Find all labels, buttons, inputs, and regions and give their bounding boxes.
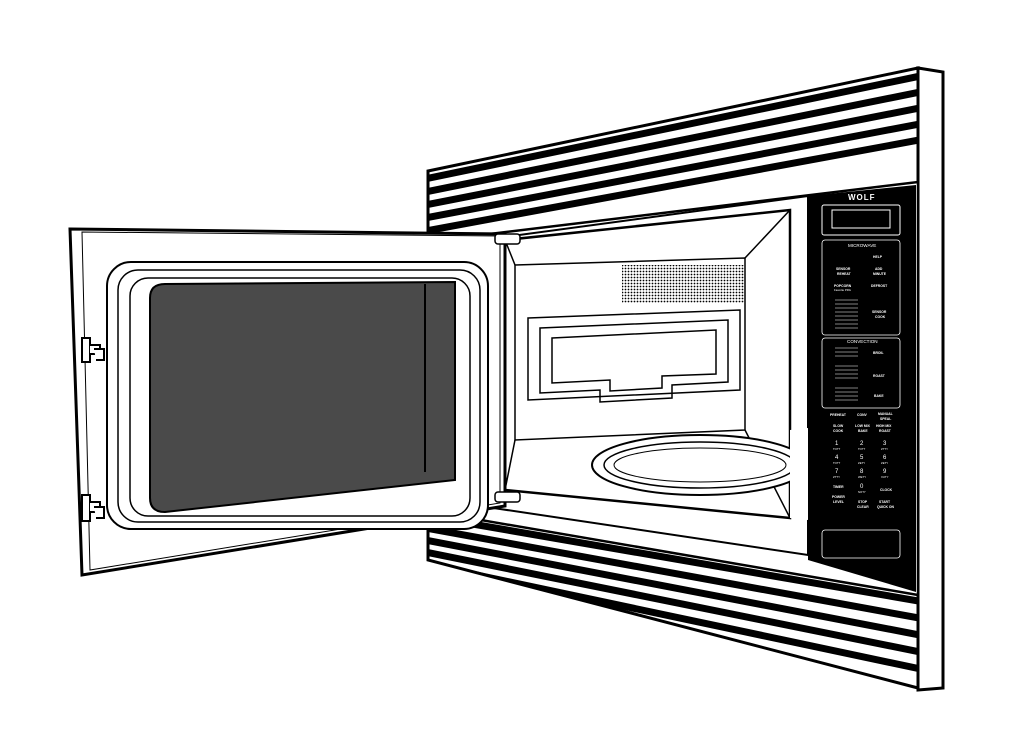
hinge-top — [494, 233, 521, 245]
door-latch-top — [81, 337, 105, 363]
key-5-sub: ZETY — [858, 461, 865, 465]
manual-speal-button[interactable]: MANUAL — [878, 412, 893, 416]
turntable — [591, 434, 809, 496]
add-minute-button[interactable]: ADD — [875, 267, 883, 271]
key-3[interactable]: 3 — [883, 441, 887, 447]
vent-grille — [622, 265, 744, 303]
start-quick-on-button[interactable]: START — [879, 500, 891, 504]
sensor-cook-label-2: COOK — [875, 315, 886, 319]
stop-clear-label-2: CLEAR — [857, 505, 869, 509]
door-release-panel — [821, 529, 901, 559]
timer-button[interactable]: TIMER — [833, 485, 844, 489]
display-screen — [831, 209, 891, 229]
door-window — [149, 280, 456, 514]
key-7[interactable]: 7 — [835, 469, 839, 475]
key-8[interactable]: 8 — [860, 469, 864, 475]
slow-cook-label-2: COOK — [833, 429, 844, 433]
roast-button[interactable]: ROAST — [873, 374, 886, 378]
slow-cook-button[interactable]: SLOW — [833, 424, 844, 428]
key-6-sub: ZETY — [881, 461, 888, 465]
sensor-reheat-label-2: REHEAT — [837, 272, 852, 276]
sensor-reheat-button[interactable]: SENSOR — [836, 267, 851, 271]
power-level-button[interactable]: POWER — [832, 495, 845, 499]
low-mix-bake-label-2: BAKE — [858, 429, 868, 433]
manual-speal-label-2: SPEAL — [880, 417, 891, 421]
conv-button[interactable]: CONV — [857, 413, 868, 417]
key-5[interactable]: 5 — [860, 455, 864, 461]
convection-section-label: CONVECTION — [847, 339, 878, 344]
add-minute-label-2: MINUTE — [873, 272, 887, 276]
hinge-bottom — [494, 491, 521, 503]
high-mix-roast-button[interactable]: HIGH MIX — [876, 424, 892, 428]
key-2-sub: TOTT — [858, 447, 866, 451]
convection-menu-lines — [835, 347, 858, 401]
key-8-sub: WETY — [858, 475, 866, 479]
key-9[interactable]: 9 — [883, 469, 887, 475]
key-4[interactable]: 4 — [835, 455, 839, 461]
power-level-label-2: LEVEL — [833, 500, 844, 504]
clock-button[interactable]: CLOCK — [880, 488, 893, 492]
key-1[interactable]: 1 — [835, 441, 839, 447]
high-mix-roast-label-2: ROAST — [879, 429, 892, 433]
microwave-menu-lines — [835, 299, 858, 329]
popcorn-button[interactable]: POPCORN — [834, 284, 852, 288]
key-9-sub: XUTY — [881, 475, 889, 479]
stop-clear-button[interactable]: STOP — [858, 500, 868, 504]
preheat-button[interactable]: PREHEAT — [830, 413, 847, 417]
help-button[interactable]: HELP — [873, 255, 883, 259]
key-2[interactable]: 2 — [860, 441, 864, 447]
key-1-sub: TOTT — [833, 447, 841, 451]
sensor-cook-button[interactable]: SENSOR — [872, 310, 887, 314]
key-6[interactable]: 6 — [883, 455, 887, 461]
broil-button[interactable]: BROIL — [873, 351, 884, 355]
defrost-button[interactable]: DEFROST — [871, 284, 888, 288]
control-panel: WOLF — [808, 185, 916, 592]
bake-button[interactable]: BAKE — [874, 394, 884, 398]
key-4-sub: TOTT — [833, 461, 841, 465]
popcorn-sub-label: Favorite PRG — [834, 288, 851, 292]
numeric-keypad: 1 TOTT 2 TOTT 3 ZTTY 4 TOTT 5 ZETY 6 ZET… — [833, 441, 889, 494]
key-0[interactable]: 0 — [860, 484, 864, 490]
oven-cavity — [503, 208, 809, 520]
door-latch-bottom — [81, 494, 105, 522]
start-quick-on-label-2: QUICK ON — [877, 505, 895, 509]
panel-controls: MICROWAVE HELP SENSOR REHEAT ADD MINUTE … — [821, 239, 901, 559]
brand-logo: WOLF — [848, 193, 876, 202]
door — [68, 227, 521, 577]
low-mix-bake-button[interactable]: LOW MIX — [855, 424, 871, 428]
key-3-sub: ZTTY — [881, 447, 888, 451]
key-0-sub: NOTY — [858, 490, 866, 494]
key-7-sub: ZTTY — [833, 475, 840, 479]
microwave-section-label: MICROWAVE — [848, 243, 876, 248]
